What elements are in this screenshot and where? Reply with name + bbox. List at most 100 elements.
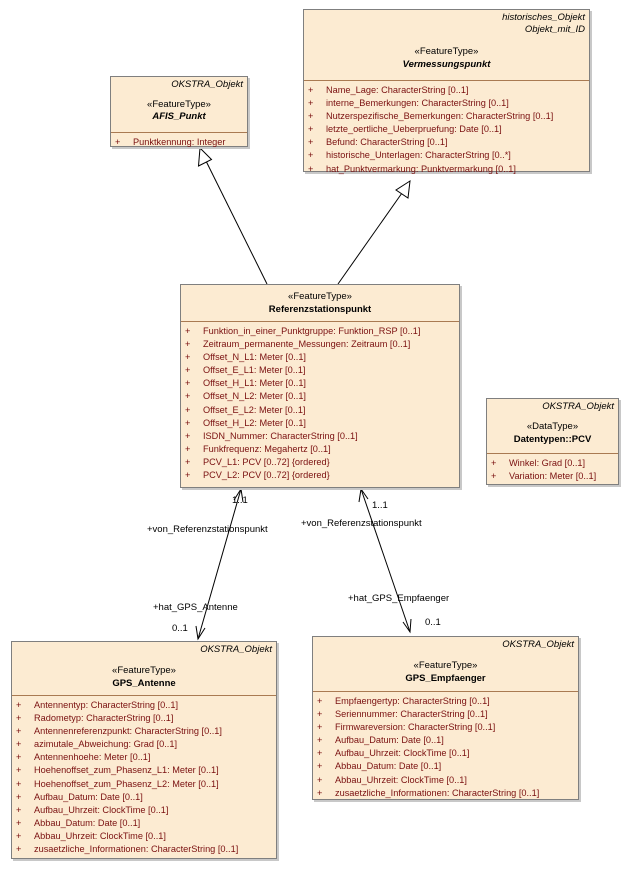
visibility-marker: + xyxy=(308,111,314,122)
antenne-target-multiplicity: 0..1 xyxy=(172,623,188,634)
attribute-row[interactable]: + Antennenreferenzpunkt: CharacterString … xyxy=(12,725,276,738)
attribute-row[interactable]: +hat_Punktvermarkung: Punktvermarkung [0… xyxy=(304,163,589,176)
attribute-list: + Funktion_in_einer_Punktgruppe: Funktion… xyxy=(181,322,459,482)
attribute-row[interactable]: +PCV_L2: PCV [0..72] {ordered} xyxy=(181,469,459,482)
attribute-row[interactable]: +Zeitraum_permanente_Messungen: Zeitraum… xyxy=(181,338,459,351)
visibility-marker: + xyxy=(185,378,191,389)
class-header: «FeatureType» Referenzstationspunkt xyxy=(181,285,459,322)
attribute-row[interactable]: +Antennentyp: CharacterString [0..1] xyxy=(12,699,276,712)
attribute-row[interactable]: +Antennenhoehe: Meter [0..1] xyxy=(12,751,276,764)
attribute-text: Variation: Meter [0..1] xyxy=(509,471,597,482)
class-name: Referenzstationspunkt xyxy=(268,304,372,315)
attribute-row[interactable]: + PCV_L1: PCV [0..72] {ordered} xyxy=(181,456,459,469)
attribute-row[interactable]: + Aufbau_Datum: Date [0..1] xyxy=(12,791,276,804)
attribute-row[interactable]: + zusaetzliche_Informationen: CharacterSt… xyxy=(313,787,578,800)
attribute-row[interactable]: +zusaetzliche_Informationen: CharacterSt… xyxy=(12,843,276,856)
attribute-text: Winkel: Grad [0..1] xyxy=(509,458,586,468)
attribute-row[interactable]: +Offset_N_L1: Meter [0..1] xyxy=(181,351,459,364)
class-name: Vermessungspunkt xyxy=(402,59,491,70)
attribute-row[interactable]: +Offset_H_L2: Meter [0..1] xyxy=(181,417,459,430)
attribute-row[interactable]: +Punktkennung: Integer xyxy=(111,136,247,149)
visibility-marker: + xyxy=(16,726,22,737)
visibility-marker: + xyxy=(317,787,323,798)
attribute-row[interactable]: +Abbau_Uhrzeit: ClockTime [0..1] xyxy=(12,830,276,843)
visibility-marker: + xyxy=(185,443,191,454)
visibility-marker: + xyxy=(317,774,323,785)
visibility-marker: + xyxy=(317,709,323,720)
visibility-marker: + xyxy=(317,748,323,759)
visibility-marker: + xyxy=(185,352,191,363)
attribute-row[interactable]: +Abbau_Datum: Date [0..1] xyxy=(313,760,578,773)
attribute-text: Offset_E_L2: Meter [0..1] xyxy=(203,404,306,415)
attribute-row[interactable]: +Abbau_Datum: Date [0..1] xyxy=(12,817,276,830)
attribute-text: Abbau_Uhrzeit: ClockTime [0..1] xyxy=(335,774,467,785)
class-datentypen-pcv[interactable]: OKSTRA_Objekt «DataType» Datentypen::PCV… xyxy=(486,398,619,485)
visibility-marker: + xyxy=(185,391,191,402)
attribute-row[interactable]: +Offset_E_L1: Meter [0..1] xyxy=(181,364,459,377)
attribute-row[interactable]: +ISDN_Nummer: CharacterString [0..1] xyxy=(181,430,459,443)
attribute-row[interactable]: +Befund: CharacterString [0..1] xyxy=(304,136,589,149)
attribute-text: zusaetzliche_Informationen: CharacterStr… xyxy=(335,787,540,798)
attribute-row[interactable]: +Name_Lage: CharacterString [0..1] xyxy=(304,84,589,97)
attribute-text: Hoehenoffset_zum_Phasenz_L1: Meter [0..1… xyxy=(34,765,219,776)
attribute-row[interactable]: +Hoehenoffset_zum_Phasenz_L1: Meter [0..… xyxy=(12,764,276,777)
attribute-row[interactable]: +Funkfrequenz: Megahertz [0..1] xyxy=(181,443,459,456)
attribute-text: Aufbau_Datum: Date [0..1] xyxy=(335,735,444,746)
attribute-row[interactable]: +Seriennummer: CharacterString [0..1] xyxy=(313,708,578,721)
empfaenger-source-role: +von_Referenzstationspunkt xyxy=(301,518,422,529)
attribute-row[interactable]: +interne_Bemerkungen: CharacterString [0… xyxy=(304,97,589,110)
antenne-source-role: +von_Referenzstationspunkt xyxy=(147,524,268,535)
attribute-text: azimutale_Abweichung: Grad [0..1] xyxy=(34,739,177,750)
attribute-row[interactable]: +Empfaengertyp: CharacterString [0..1] xyxy=(313,695,578,708)
class-header: OKSTRA_Objekt «FeatureType» AFIS_Punkt xyxy=(111,77,247,133)
attribute-row[interactable]: + Abbau_Uhrzeit: ClockTime [0..1] xyxy=(313,774,578,787)
attribute-row[interactable]: +letzte_oertliche_Ueberpruefung: Date [0… xyxy=(304,123,589,136)
attribute-row[interactable]: +Winkel: Grad [0..1] xyxy=(487,457,618,470)
attribute-text: Nutzerspezifische_Bemerkungen: Character… xyxy=(326,111,554,122)
visibility-marker: + xyxy=(185,470,191,481)
attribute-row[interactable]: +Hoehenoffset_zum_Phasenz_L2: Meter [0..… xyxy=(12,778,276,791)
visibility-marker: + xyxy=(317,735,323,746)
attribute-row[interactable]: +Aufbau_Uhrzeit: ClockTime [0..1] xyxy=(313,747,578,760)
class-name: GPS_Empfaenger xyxy=(405,673,486,684)
attribute-row[interactable]: + Offset_H_L1: Meter [0..1] xyxy=(181,377,459,390)
attribute-row[interactable]: + Aufbau_Datum: Date [0..1] xyxy=(313,734,578,747)
visibility-marker: + xyxy=(185,404,191,415)
visibility-marker: + xyxy=(16,791,22,802)
attribute-text: Antennenreferenzpunkt: CharacterString [… xyxy=(34,726,222,737)
class-vermessungspunkt[interactable]: historisches_Objekt Objekt_mit_ID «Featu… xyxy=(303,9,590,174)
attribute-text: Firmwareversion: CharacterString [0..1] xyxy=(335,722,496,733)
attribute-row[interactable]: +Variation: Meter [0..1] xyxy=(487,470,618,483)
attribute-row[interactable]: + Nutzerspezifische_Bemerkungen: Characte… xyxy=(304,110,589,123)
class-afis-punkt[interactable]: OKSTRA_Objekt «FeatureType» AFIS_Punkt +… xyxy=(110,76,248,147)
attribute-row[interactable]: +Aufbau_Uhrzeit: ClockTime [0..1] xyxy=(12,804,276,817)
attribute-row[interactable]: +Firmwareversion: CharacterString [0..1] xyxy=(313,721,578,734)
attribute-text: Offset_H_L1: Meter [0..1] xyxy=(203,378,306,389)
generalization-line-afis xyxy=(205,160,268,285)
class-namespace: OKSTRA_Objekt xyxy=(200,644,272,655)
attribute-row[interactable]: +Offset_N_L2: Meter [0..1] xyxy=(181,390,459,403)
class-referenzstationspunkt[interactable]: «FeatureType» Referenzstationspunkt +Fun… xyxy=(180,284,460,488)
attribute-row[interactable]: +azimutale_Abweichung: Grad [0..1] xyxy=(12,738,276,751)
class-gps-antenne[interactable]: OKSTRA_Objekt «FeatureType» GPS_Antenne … xyxy=(11,641,277,859)
attribute-row[interactable]: +Funktion_in_einer_Punktgruppe: Funktion… xyxy=(181,325,459,338)
visibility-marker: + xyxy=(308,85,314,95)
attribute-text: Funktion_in_einer_Punktgruppe: Funktion_… xyxy=(203,326,421,336)
attribute-text: Befund: CharacterString [0..1] xyxy=(326,137,448,148)
class-namespace: OKSTRA_Objekt xyxy=(542,401,614,412)
visibility-marker: + xyxy=(16,817,22,828)
attribute-text: PCV_L1: PCV [0..72] {ordered} xyxy=(203,456,330,467)
class-stereotype: «FeatureType» xyxy=(147,99,211,110)
attribute-text: Hoehenoffset_zum_Phasenz_L2: Meter [0..1… xyxy=(34,778,219,789)
attribute-row[interactable]: +Radometyp: CharacterString [0..1] xyxy=(12,712,276,725)
attribute-text: Aufbau_Datum: Date [0..1] xyxy=(34,791,143,802)
visibility-marker: + xyxy=(308,98,314,109)
antenne-target-role: +hat_GPS_Antenne xyxy=(153,602,238,613)
attribute-text: Radometyp: CharacterString [0..1] xyxy=(34,713,174,724)
attribute-row[interactable]: +historische_Unterlagen: CharacterString… xyxy=(304,149,589,162)
attribute-text: zusaetzliche_Informationen: CharacterStr… xyxy=(34,844,239,855)
visibility-marker: + xyxy=(185,456,191,467)
visibility-marker: + xyxy=(185,339,191,350)
attribute-row[interactable]: + Offset_E_L2: Meter [0..1] xyxy=(181,404,459,417)
class-gps-empfaenger[interactable]: OKSTRA_Objekt «FeatureType» GPS_Empfaeng… xyxy=(312,636,579,800)
